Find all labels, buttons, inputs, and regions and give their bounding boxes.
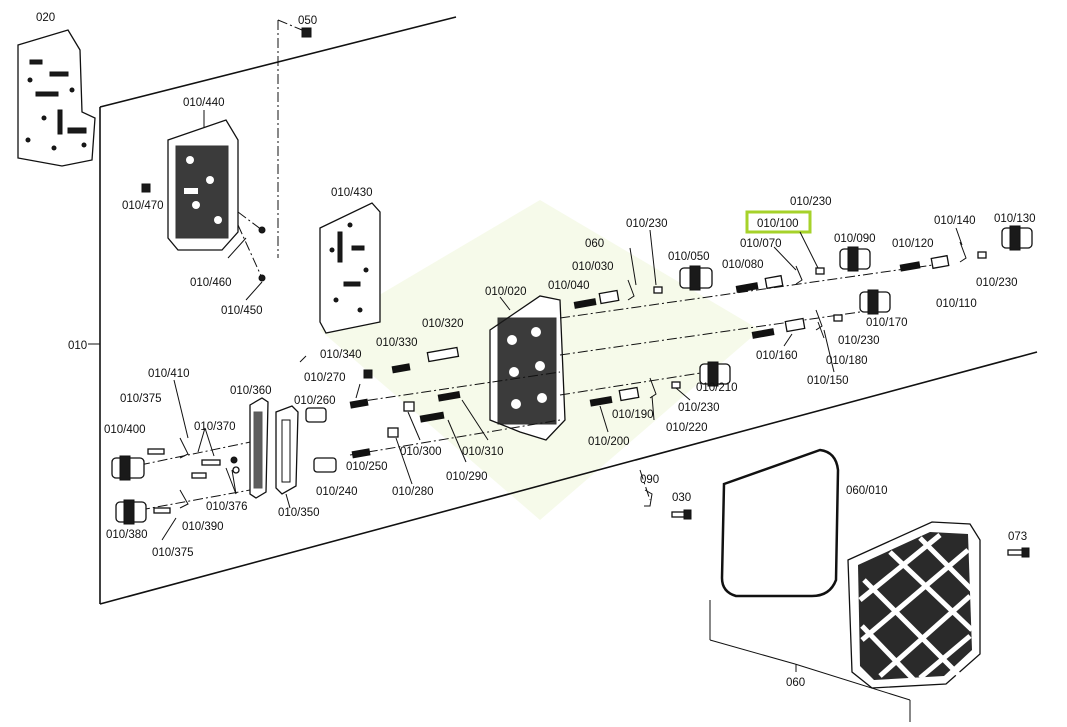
- label-010-440: 010/440: [183, 97, 225, 109]
- label-010-110: 010/110: [936, 298, 977, 310]
- valve-body-440: [141, 119, 266, 282]
- gasket-060-010: [720, 448, 840, 598]
- axis-lines: [139, 263, 941, 511]
- label-010-280: 010/280: [392, 486, 434, 498]
- label-010-360: 010/360: [230, 385, 272, 397]
- part-labels: 020 050 010/440 010/470 010/460 010/450 …: [36, 12, 1036, 689]
- solenoid-050: [679, 265, 713, 291]
- oil-pan-060: [847, 521, 981, 689]
- leader-lines: [161, 110, 963, 672]
- springs: [349, 261, 921, 459]
- label-010-230-r: 010/230: [976, 277, 1018, 289]
- label-010-230-b: 010/230: [678, 402, 720, 414]
- label-010-230-top: 010/230: [790, 196, 832, 208]
- label-010-370: 010/370: [194, 421, 236, 433]
- label-010-230-a: 010/230: [626, 218, 668, 230]
- retaining-clips: [179, 241, 967, 509]
- label-010-120: 010/120: [892, 238, 934, 250]
- label-010-390: 010/390: [182, 521, 224, 533]
- label-010-200: 010/200: [588, 436, 630, 448]
- label-010-260: 010/260: [294, 395, 336, 407]
- plug-260: [305, 407, 327, 423]
- label-010-040: 010/040: [548, 280, 590, 292]
- label-010-130: 010/130: [994, 213, 1036, 225]
- label-010-190: 010/190: [612, 409, 654, 421]
- solenoids: [111, 225, 1033, 525]
- label-010-210: 010/210: [696, 382, 738, 394]
- label-073: 073: [1008, 531, 1027, 543]
- label-010-270: 010/270: [304, 372, 346, 384]
- label-010-060: 060: [585, 238, 604, 250]
- solenoid-210: [699, 361, 731, 387]
- label-030: 030: [672, 492, 691, 504]
- label-090: 090: [640, 474, 659, 486]
- label-010-375-b: 010/375: [152, 547, 194, 559]
- label-010-050: 010/050: [668, 251, 710, 263]
- label-010-410: 010/410: [148, 368, 190, 380]
- label-010-140: 010/140: [934, 215, 976, 227]
- label-010: 010: [68, 340, 87, 352]
- label-010-250: 010/250: [346, 461, 388, 473]
- label-010-310: 010/310: [462, 446, 504, 458]
- main-valve-body-020: [489, 295, 566, 441]
- label-010-220: 010/220: [666, 422, 708, 434]
- bolts: [147, 448, 1030, 558]
- plates-360-350: [249, 397, 299, 499]
- separator-plate-430: [319, 202, 381, 334]
- solenoid-130: [1001, 225, 1033, 251]
- label-010-090: 010/090: [834, 233, 876, 245]
- label-010-180: 010/180: [826, 355, 868, 367]
- solenoid-380: [115, 499, 147, 525]
- solenoid-090: [839, 246, 871, 272]
- label-010-330: 010/330: [376, 337, 418, 349]
- label-010-350: 010/350: [278, 507, 320, 519]
- label-010-070: 010/070: [740, 238, 782, 250]
- label-060-010: 060/010: [846, 485, 888, 497]
- label-060: 060: [786, 677, 805, 689]
- label-010-080: 010/080: [722, 259, 764, 271]
- label-010-300: 010/300: [400, 446, 442, 458]
- plate-020: [17, 29, 96, 167]
- label-010-150: 010/150: [807, 375, 849, 387]
- solenoid-400: [111, 455, 145, 481]
- label-010-290: 010/290: [446, 471, 488, 483]
- label-010-376: 010/376: [206, 501, 248, 513]
- assembly-frame: [88, 16, 1038, 722]
- label-010-460: 010/460: [190, 277, 232, 289]
- screw-050: [301, 27, 312, 38]
- label-010-340: 010/340: [320, 349, 362, 361]
- highlight-box: [745, 210, 812, 234]
- label-010-470: 010/470: [122, 200, 164, 212]
- label-010-380: 010/380: [106, 529, 148, 541]
- label-010-375-a: 010/375: [120, 393, 162, 405]
- label-020: 020: [36, 12, 55, 24]
- label-010-320: 010/320: [422, 318, 464, 330]
- label-010-240: 010/240: [316, 486, 358, 498]
- label-010-100: 010/100: [757, 218, 799, 230]
- solenoid-170: [859, 289, 891, 315]
- label-010-430: 010/430: [331, 187, 373, 199]
- plug-240: [313, 457, 337, 473]
- label-050: 050: [298, 15, 317, 27]
- spools-and-plugs: [363, 251, 987, 438]
- label-010-450: 010/450: [221, 305, 263, 317]
- label-010-160: 010/160: [756, 350, 798, 362]
- label-010-170: 010/170: [866, 317, 908, 329]
- label-010-400: 010/400: [104, 424, 146, 436]
- label-010-030: 010/030: [572, 261, 614, 273]
- label-010-020: 010/020: [485, 286, 527, 298]
- label-010-230-m: 010/230: [838, 335, 880, 347]
